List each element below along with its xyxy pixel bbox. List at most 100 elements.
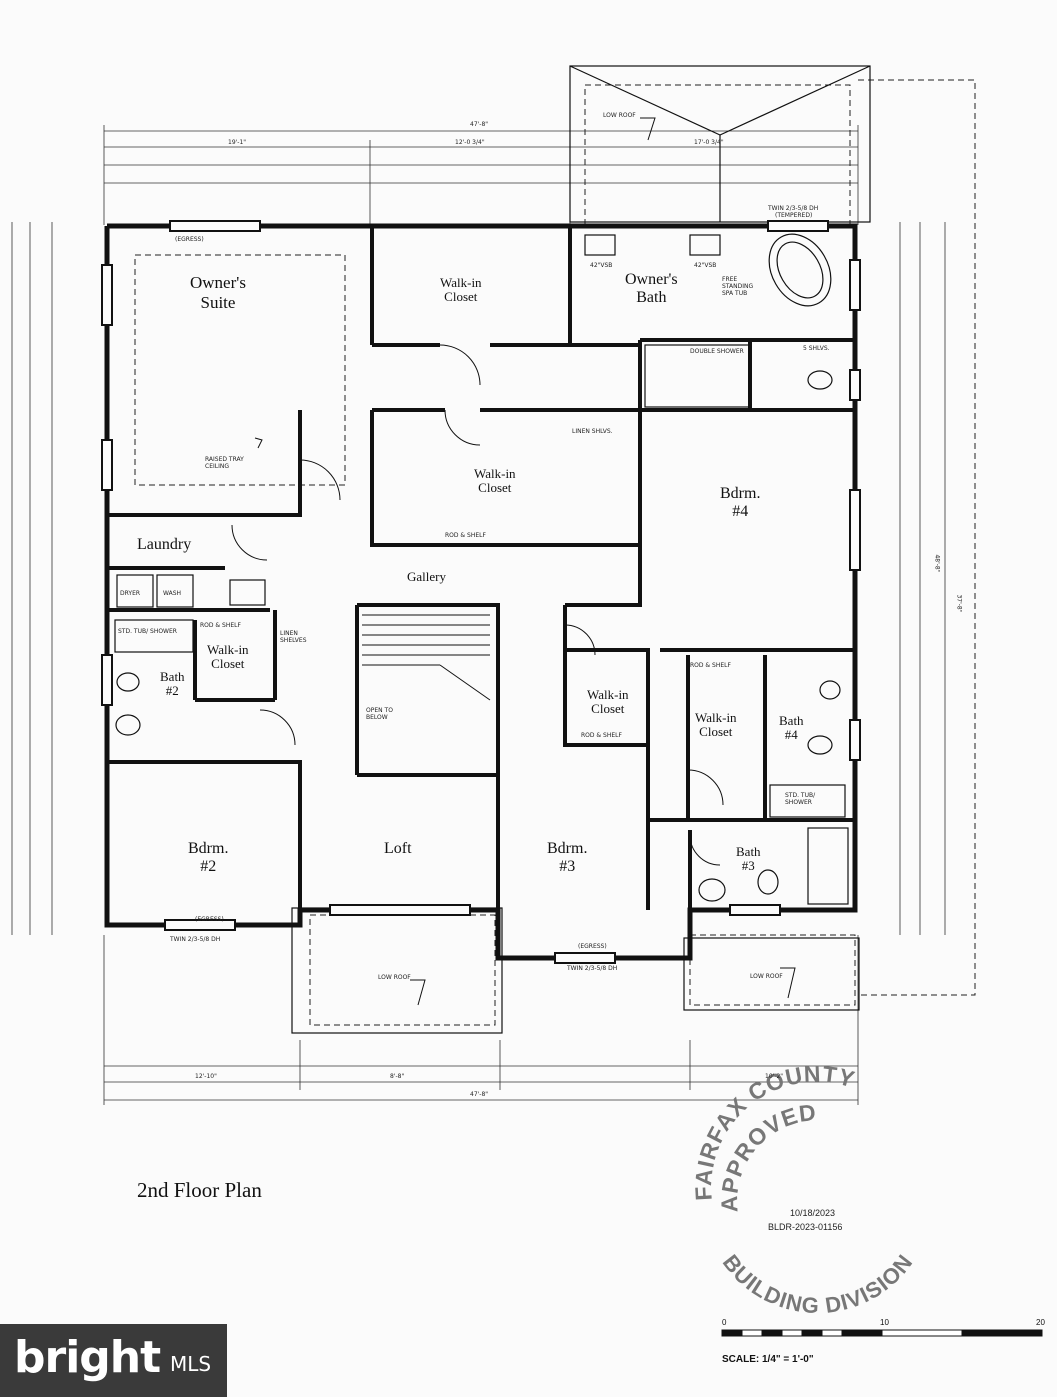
note-dryer: DRYER	[120, 590, 141, 597]
walkin-closet-owner1-line2: Closet	[444, 289, 478, 304]
room-walkin-closet-bdrm3: Walk-in Closet	[587, 688, 629, 716]
scale-bar	[721, 1329, 1043, 1337]
dim-overall-depth: 48'-8"	[933, 554, 941, 573]
note-linen-shelves: LINEN SHELVES	[280, 630, 307, 644]
note-egress-1: (EGRESS)	[175, 236, 204, 243]
owners-bath-line2: Bath	[636, 289, 667, 306]
owners-bath-line1: Owner's	[625, 271, 678, 288]
note-low-roof-top: LOW ROOF	[603, 112, 636, 119]
note-twin-window-3: TWIN 2/3-5/8 DH	[768, 205, 819, 212]
room-walkin-closet-bath2: Walk-in Closet	[207, 643, 249, 671]
note-five-shlvs: 5 SHLVS.	[803, 345, 830, 352]
fixtures	[114, 233, 849, 905]
note-low-roof-bottom-left: LOW ROOF	[378, 974, 411, 981]
dim-right-depth: 37'-8"	[955, 594, 963, 613]
walkin-closet-bdrm3-line1: Walk-in	[587, 687, 629, 702]
note-raised-tray: RAISED TRAY CEILING	[205, 456, 244, 470]
walkin-closet-bdrm4-line1: Walk-in	[695, 710, 737, 725]
note-tub-shower-bath2: STD. TUB/ SHOWER	[118, 628, 177, 635]
walkin-closet-owner2-line2: Closet	[478, 480, 512, 495]
plan-title: 2nd Floor Plan	[137, 1178, 262, 1202]
bath4-line2: #4	[784, 727, 798, 742]
bath2-line1: Bath	[160, 669, 185, 684]
note-rod-shelf-bdrm3: ROD & SHELF	[581, 732, 622, 739]
scale-tick-10: 10	[880, 1318, 889, 1327]
scale-tick-0: 0	[722, 1318, 727, 1327]
room-walkin-closet-bdrm4: Walk-in Closet	[695, 711, 737, 739]
room-laundry: Laundry	[137, 536, 192, 553]
note-free-standing-tub: FREE STANDING SPA TUB	[722, 276, 754, 297]
note-egress-2: (EGRESS)	[195, 916, 224, 923]
windows	[101, 220, 861, 964]
brightmls-watermark: bright MLS	[0, 1324, 227, 1397]
stamp-division: BUILDING DIVISION	[718, 1249, 917, 1318]
dim-bottom-right: 10'-2"	[765, 1073, 784, 1080]
bdrm3-line1: Bdrm.	[547, 840, 588, 857]
room-bath3: Bath #3	[736, 845, 761, 873]
dim-bottom-left: 12'-10"	[195, 1073, 217, 1080]
dim-top-right: 17'-0 3/4"	[694, 139, 724, 146]
walkin-closet-owner1-line1: Walk-in	[440, 275, 482, 290]
room-gallery: Gallery	[407, 569, 446, 584]
room-bdrm3: Bdrm. #3	[547, 840, 587, 876]
stair-treads	[362, 614, 491, 701]
bdrm4-line1: Bdrm.	[720, 485, 761, 502]
dim-overall-width-bottom: 47'-8"	[470, 1091, 489, 1098]
bdrm2-line2: #2	[200, 858, 217, 875]
walkin-closet-owner2-line1: Walk-in	[474, 466, 516, 481]
room-owners-suite-line1: Owner's	[190, 273, 246, 292]
note-twin-window-2: TWIN 2/3-5/8 DH	[567, 965, 618, 972]
note-linen-shlvs: LINEN SHLVS.	[572, 428, 613, 435]
note-rod-shelf-closet: ROD & SHELF	[445, 532, 486, 539]
note-double-shower: DOUBLE SHOWER	[690, 348, 744, 355]
watermark-suffix: MLS	[170, 1352, 212, 1376]
bath2-line2: #2	[165, 683, 179, 698]
bath3-line1: Bath	[736, 844, 761, 859]
dim-top-mid: 12'-0 3/4"	[455, 139, 485, 146]
note-tempered: (TEMPERED)	[775, 212, 813, 219]
watermark-brand: bright	[14, 1332, 161, 1383]
stamp-date: 10/18/2023	[790, 1208, 836, 1218]
note-vanity-1: 42"VSB	[590, 262, 613, 269]
note-rod-shelf-bdrm4: ROD & SHELF	[690, 662, 731, 669]
bdrm3-line2: #3	[559, 858, 576, 875]
note-egress-3: (EGRESS)	[578, 943, 607, 950]
room-bdrm4: Bdrm. #4	[720, 485, 760, 521]
scale-label: SCALE: 1/4" = 1'-0"	[722, 1354, 814, 1365]
note-low-roof-bottom-right: LOW ROOF	[750, 973, 783, 980]
walkin-closet-bdrm3-line2: Closet	[591, 701, 625, 716]
room-owners-suite-line2: Suite	[200, 293, 236, 312]
room-bath2: Bath #2	[160, 670, 185, 698]
note-open-to-below: OPEN TO BELOW	[366, 707, 393, 721]
note-vanity-2: 42"VSB	[694, 262, 717, 269]
walkin-closet-bath2-line1: Walk-in	[207, 642, 249, 657]
walkin-closet-bath2-line2: Closet	[211, 656, 245, 671]
low-roof-arrows	[254, 117, 796, 1006]
bath4-line1: Bath	[779, 713, 804, 728]
room-owners-suite: Owner's Suite	[190, 273, 246, 313]
room-owners-bath: Owner's Bath	[625, 271, 678, 307]
door-swings	[231, 344, 724, 866]
roof-top	[569, 65, 871, 223]
note-washer: WASH	[163, 590, 182, 597]
dim-top-left: 19'-1"	[228, 139, 247, 146]
stamp-permit: BLDR-2023-01156	[768, 1222, 843, 1232]
note-tub-shower-bath4: STD. TUB/ SHOWER	[785, 792, 816, 806]
note-rod-shelf-bath2: ROD & SHELF	[200, 622, 241, 629]
note-twin-window-1: TWIN 2/3-5/8 DH	[170, 936, 221, 943]
room-walkin-closet-owner2: Walk-in Closet	[474, 467, 516, 495]
dim-overall-width-top: 47'-8"	[470, 121, 489, 128]
approval-stamp: FAIRFAX COUNTY APPROVED BUILDING DIVISIO…	[690, 1061, 918, 1319]
dim-bottom-mid: 8'-8"	[390, 1073, 405, 1080]
dimension-lines	[11, 125, 946, 1105]
scale-tick-20: 20	[1036, 1318, 1045, 1327]
room-walkin-closet-owner1: Walk-in Closet	[440, 276, 482, 304]
svg-text:BUILDING DIVISION: BUILDING DIVISION	[718, 1249, 918, 1318]
room-loft: Loft	[384, 840, 412, 857]
room-bdrm2: Bdrm. #2	[188, 840, 228, 876]
walkin-closet-bdrm4-line2: Closet	[699, 724, 733, 739]
room-bath4: Bath #4	[779, 714, 804, 742]
bdrm2-line1: Bdrm.	[188, 840, 229, 857]
